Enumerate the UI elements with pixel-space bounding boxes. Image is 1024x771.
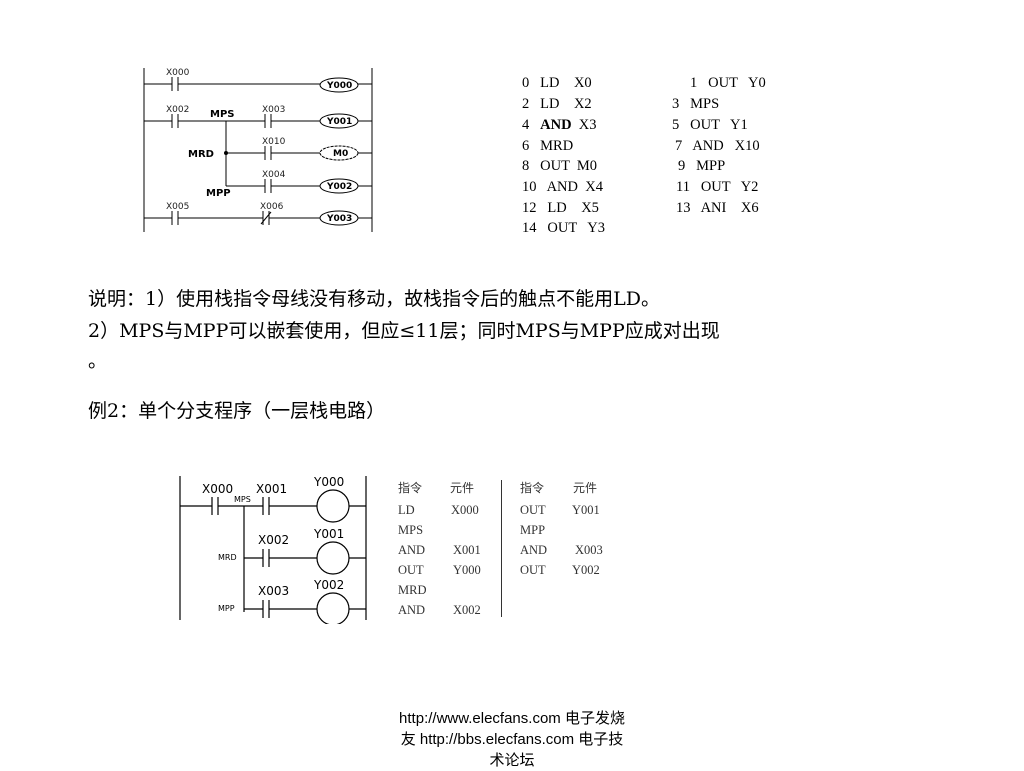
table2-left-op-3: OUT: [398, 563, 424, 577]
contact2-x003-label: X003: [258, 584, 289, 598]
coil-y003-label: Y003: [326, 214, 352, 224]
coil-m0-label: M0: [333, 149, 348, 159]
ladder-diagram-2: X000 X001 X002 X003 Y000 Y001 Y002 MPS M…: [179, 475, 367, 624]
program-line-0-right: 1 OUT Y0: [690, 75, 766, 91]
table2-header-op-left: 指令: [398, 481, 423, 495]
program-line-0-left: 0 LD X0: [522, 75, 592, 91]
table2-left-el-2: X001: [453, 543, 481, 557]
mrd2-label: MRD: [218, 553, 237, 562]
program-line-2-and-keyword: AND: [540, 117, 572, 133]
coil-y000-label: Y000: [326, 81, 352, 91]
program-line-4-right: 9 MPP: [678, 158, 726, 174]
table2-divider: [501, 480, 502, 617]
contact-x010-label: X010: [262, 137, 286, 147]
note-line-3: 。: [88, 350, 108, 372]
coil2-y002-label: Y002: [313, 578, 344, 592]
coil2-y001-label: Y001: [313, 527, 344, 541]
program-line-1-left: 2 LD X2: [522, 96, 592, 112]
table2-left-el-5: X002: [453, 603, 481, 617]
table2-left-el-0: X000: [451, 503, 479, 517]
note-line-1: 说明：1）使用栈指令母线没有移动，故栈指令后的触点不能用LD。: [88, 288, 660, 310]
program-line-3-right: 7 AND X10: [675, 138, 760, 154]
footer-line-3: 术论坛: [489, 752, 535, 769]
table2-header-op-right: 指令: [520, 481, 545, 495]
program-line-6-left: 12 LD X5: [522, 200, 599, 216]
table2-right-op-1: MPP: [520, 523, 546, 537]
table2-left-op-5: AND: [398, 603, 426, 617]
program-line-3-left: 6 MRD: [522, 138, 574, 154]
contact2-x001-label: X001: [256, 482, 287, 496]
table2-right-el-2: X003: [575, 543, 603, 557]
program-line-2-num: 4: [522, 117, 541, 133]
program-line-5-left: 10 AND X4: [522, 179, 603, 195]
mps2-label: MPS: [234, 495, 251, 504]
table2-left-op-2: AND: [398, 543, 426, 557]
contact-x006-label: X006: [260, 202, 284, 212]
table2-right-op-3: OUT: [520, 563, 546, 577]
mps-label: MPS: [210, 109, 234, 120]
contact-x004-label: X004: [262, 170, 286, 180]
ladder-diagram-1: X000 X002 X003 X010 X004 X005 X006 Y000 …: [143, 68, 373, 232]
coil2-y000-label: Y000: [313, 475, 344, 489]
coil-y002-label: Y002: [326, 182, 352, 192]
contact-x003-label: X003: [262, 105, 285, 115]
table2-right-el-3: Y002: [572, 563, 600, 577]
contact-x000-label: X000: [166, 68, 190, 78]
program-line-4-left: 8 OUT M0: [522, 158, 598, 174]
footer-line-2[interactable]: 友 http://bbs.elecfans.com 电子技: [400, 731, 624, 748]
program-line-2-left: 4 AND X3: [522, 117, 597, 134]
mrd-label: MRD: [188, 149, 214, 160]
example-heading: 例2：单个分支程序（一层栈电路）: [88, 400, 386, 422]
footer: http://www.elecfans.com 电子发烧 友 http://bb…: [356, 708, 668, 771]
program-line-7-left: 14 OUT Y3: [522, 220, 605, 236]
table2-left-op-0: LD: [398, 503, 415, 517]
contact2-x000-label: X000: [202, 482, 233, 496]
coil-y001-label: Y001: [326, 117, 352, 127]
table2-header-el-right: 元件: [573, 481, 598, 495]
table2-right-op-2: AND: [520, 543, 548, 557]
mpp2-label: MPP: [218, 604, 235, 613]
mpp-label: MPP: [206, 188, 231, 199]
table2-header-el-left: 元件: [450, 481, 475, 495]
table2-left-op-4: MRD: [398, 583, 427, 597]
note-line-2: 2）MPS与MPP可以嵌套使用，但应≤11层；同时MPS与MPP应成对出现: [88, 320, 720, 342]
table2-left-op-1: MPS: [398, 523, 424, 537]
program-line-5-right: 11 OUT Y2: [676, 179, 759, 195]
contact-x005-label: X005: [166, 202, 189, 212]
contact-x002-label: X002: [166, 105, 189, 115]
table2-left-el-3: Y000: [453, 563, 481, 577]
table2-right-el-0: Y001: [572, 503, 600, 517]
program-line-2-right: 5 OUT Y1: [672, 117, 748, 133]
contact2-x002-label: X002: [258, 533, 289, 547]
table2-right-op-0: OUT: [520, 503, 546, 517]
program-line-1-right: 3 MPS: [672, 96, 720, 112]
program-line-6-right: 13 ANI X6: [676, 200, 759, 216]
program-line-2-operand: X3: [571, 117, 597, 133]
footer-line-1[interactable]: http://www.elecfans.com 电子发烧: [399, 710, 625, 727]
